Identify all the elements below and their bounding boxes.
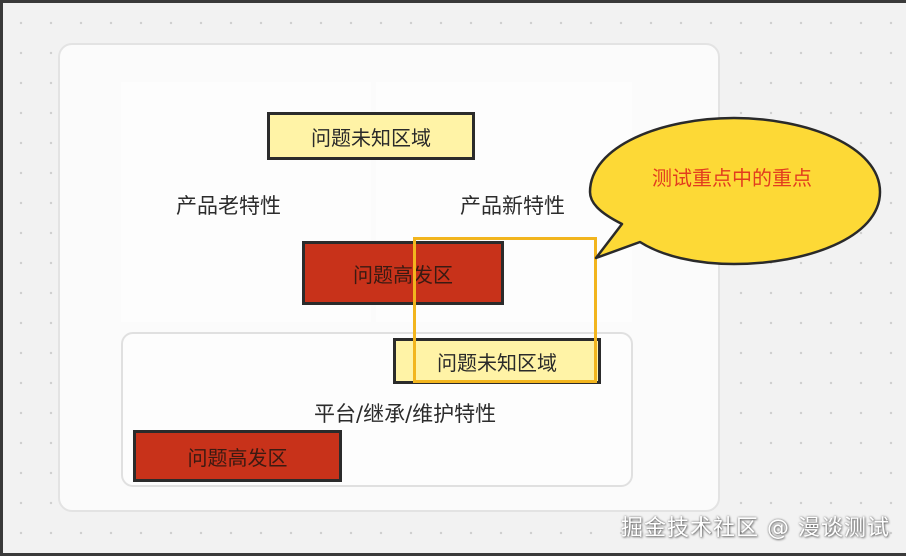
old-features-label: 产品老特性 [176, 194, 281, 218]
high-frequency-area-tag-top: 问题高发区 [302, 241, 504, 305]
window-frame-bottom [0, 553, 906, 556]
high-frequency-area-tag-bottom: 问题高发区 [133, 430, 342, 482]
platform-features-label: 平台/继承/维护特性 [314, 402, 497, 426]
unknown-area-tag-top: 问题未知区域 [267, 112, 475, 160]
focus-highlight-box [413, 237, 597, 383]
callout-bubble-shape [588, 116, 882, 266]
callout-bubble [588, 116, 882, 266]
watermark: 掘金技术社区 @ 漫谈测试 [621, 516, 890, 541]
window-frame-top [0, 0, 906, 3]
callout-text: 测试重点中的重点 [652, 166, 812, 190]
new-features-label: 产品新特性 [460, 194, 565, 218]
window-frame-left [0, 0, 3, 556]
